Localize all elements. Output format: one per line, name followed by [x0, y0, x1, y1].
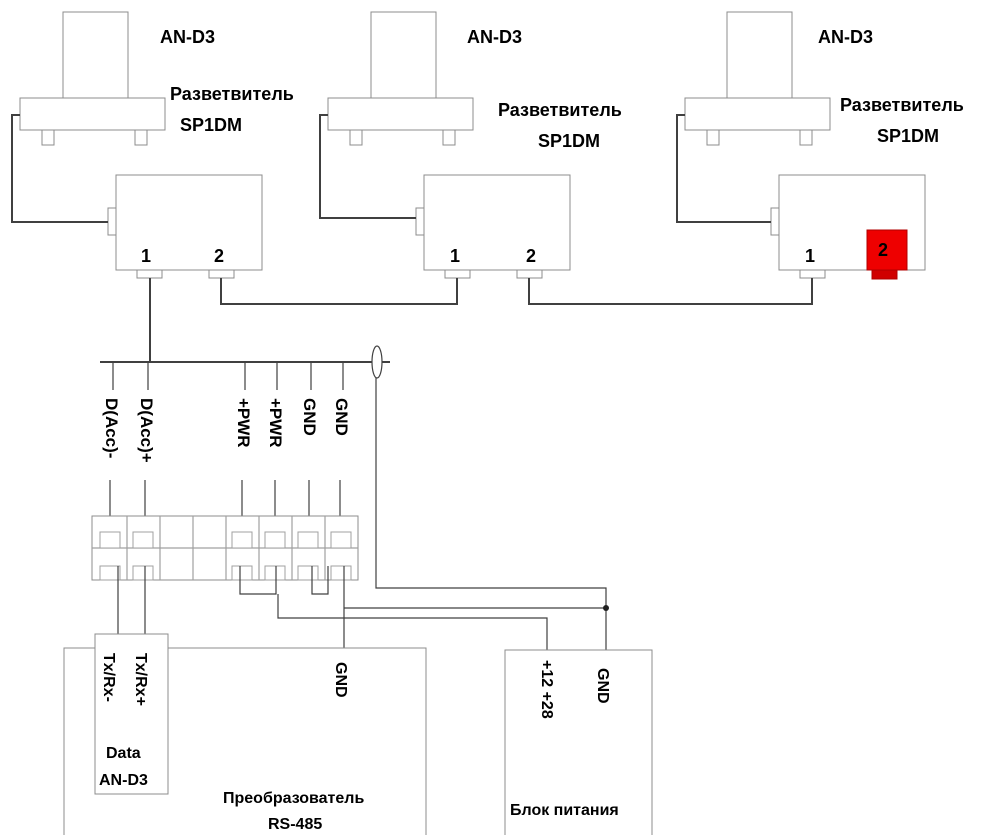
splitter-box: [423, 174, 571, 271]
port-2-label: 2: [214, 246, 224, 266]
splitter-model: SP1DM: [877, 126, 939, 146]
terminal-screw: [297, 531, 319, 549]
signal-labels: D(Acc)- D(Acc)+ +PWR +PWR GND GND: [102, 398, 351, 463]
terminal-screw: [330, 565, 352, 581]
terminal-block: [91, 515, 359, 581]
splitter-port-1: [799, 269, 826, 279]
splitter-model: SP1DM: [538, 131, 600, 151]
power-supply: +12 +28 GND Блок питания: [504, 649, 653, 835]
signal-label: GND: [300, 398, 319, 436]
splitter-input-port: [770, 207, 780, 236]
supply-gnd-label: GND: [594, 668, 611, 704]
port-2-label: 2: [526, 246, 536, 266]
port-1-label: 1: [141, 246, 151, 266]
pin-txrx-minus-label: Tx/Rx-: [100, 653, 117, 702]
converter-title: Преобразователь: [223, 790, 364, 807]
signal-label: GND: [332, 398, 351, 436]
data-label-device: AN-D3: [99, 772, 148, 789]
pwr-jumper: [239, 566, 277, 595]
converter-model: RS-485: [268, 816, 322, 833]
cable-shield-icon: [371, 345, 383, 379]
splitter-port-1: [444, 269, 471, 279]
sensor-unit-1: AN-D3 Разветвитель SP1DM 1 2: [11, 11, 294, 279]
terminal-screw: [297, 565, 319, 581]
sensor-foot: [799, 129, 813, 146]
terminal-screw: [99, 565, 121, 581]
sensor-foot: [442, 129, 456, 146]
sensor-unit-3: AN-D3 Разветвитель SP1DM 1 2: [676, 11, 964, 280]
splitter-model: SP1DM: [180, 115, 242, 135]
terminal-screw: [99, 531, 121, 549]
wire-pwr-to-supply: [277, 594, 548, 650]
signal-label: D(Acc)-: [102, 398, 121, 458]
terminal-screw: [231, 565, 253, 581]
sensor-cable: [319, 114, 416, 219]
sensor-flange: [19, 97, 166, 131]
splitter-port-2: [516, 269, 543, 279]
supply-title: Блок питания: [510, 802, 619, 819]
sensor-foot: [134, 129, 148, 146]
splitter-label: Разветвитель: [840, 95, 964, 115]
sensor-foot: [349, 129, 363, 146]
power-supply-box: [504, 649, 653, 835]
terminal-screw: [231, 531, 253, 549]
terminator-port: [871, 269, 898, 280]
splitter-input-port: [107, 207, 117, 236]
terminal-screw: [132, 565, 154, 581]
gnd-jumper: [311, 566, 329, 595]
splitter-link-cable-1-2: [220, 278, 458, 305]
wire-gnd-to-supply: [344, 607, 607, 650]
sensor-flange: [327, 97, 474, 131]
sensor-foot: [41, 129, 55, 146]
splitter-label: Разветвитель: [498, 100, 622, 120]
sensor-label: AN-D3: [818, 27, 873, 47]
terminal-screw: [264, 565, 286, 581]
sensor-unit-2: AN-D3 Разветвитель SP1DM 1 2: [319, 11, 622, 279]
converter-gnd-label: GND: [332, 662, 349, 698]
terminal-screw: [264, 531, 286, 549]
port-1-label: 1: [450, 246, 460, 266]
sensor-foot: [706, 129, 720, 146]
signal-label: D(Acc)+: [137, 398, 156, 463]
splitter-input-port: [415, 207, 425, 236]
splitter-box: [115, 174, 263, 271]
port-1-label: 1: [805, 246, 815, 266]
signal-label: +PWR: [266, 398, 285, 448]
signal-label: +PWR: [234, 398, 253, 448]
sensor-cable: [676, 114, 771, 223]
pin-txrx-plus-label: Tx/Rx+: [132, 653, 149, 706]
terminal-screw: [330, 531, 352, 549]
supply-voltage-label: +12 +28: [538, 660, 555, 719]
splitter-port-1: [136, 269, 163, 279]
junction-dot: [603, 605, 609, 611]
sensor-label: AN-D3: [467, 27, 522, 47]
data-label: Data: [106, 745, 141, 762]
port-2-label: 2: [878, 240, 888, 260]
terminal-screw: [132, 531, 154, 549]
sensor-label: AN-D3: [160, 27, 215, 47]
splitter-port-2: [208, 269, 235, 279]
data-connector: [94, 633, 169, 795]
sensor-cable: [11, 114, 108, 223]
splitter-label: Разветвитель: [170, 84, 294, 104]
wire-shield-to-gnd: [375, 378, 607, 608]
rs485-converter: Tx/Rx- Tx/Rx+ Data AN-D3 GND Преобразова…: [63, 633, 427, 835]
terminator-plug: [866, 229, 908, 271]
splitter-link-cable-2-3: [528, 278, 813, 305]
sensor-body: [726, 11, 793, 99]
bus-drops: [112, 362, 344, 390]
sensor-body: [370, 11, 437, 99]
sensor-flange: [684, 97, 831, 131]
sensor-body: [62, 11, 129, 99]
